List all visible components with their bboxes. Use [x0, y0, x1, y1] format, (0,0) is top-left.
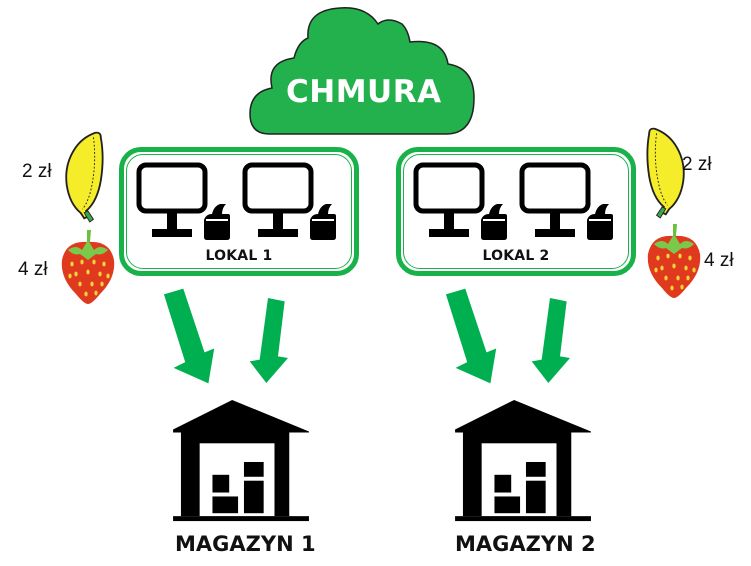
banana-icon — [64, 126, 110, 226]
arrow-down-icon — [530, 288, 580, 388]
computer-printer-icon — [519, 162, 619, 242]
strawberry-price: 4 zł — [18, 259, 48, 280]
banana-price: 2 zł — [682, 154, 712, 175]
cloud-icon — [249, 7, 475, 135]
strawberry-icon — [58, 226, 118, 306]
warehouse-icon — [455, 398, 593, 526]
arrow-down-icon — [248, 288, 298, 388]
warehouse-label: MAGAZYN 1 — [175, 532, 316, 556]
arrow-down-icon — [162, 285, 220, 385]
computer-printer-icon — [136, 162, 236, 242]
banana-price: 2 zł — [22, 161, 52, 182]
location-box: LOKAL 1 — [119, 147, 359, 276]
strawberry-icon — [644, 220, 704, 300]
location-label: LOKAL 2 — [482, 248, 550, 264]
location-label: LOKAL 1 — [205, 248, 273, 264]
arrow-down-icon — [444, 285, 502, 385]
warehouse-icon — [173, 398, 311, 526]
location-box: LOKAL 2 — [396, 147, 636, 276]
computer-printer-icon — [413, 162, 513, 242]
strawberry-price: 4 zł — [704, 250, 734, 271]
warehouse-label: MAGAZYN 2 — [455, 532, 596, 556]
computer-printer-icon — [242, 162, 342, 242]
banana-icon — [640, 116, 686, 228]
cloud-label: CHMURA — [286, 74, 442, 110]
